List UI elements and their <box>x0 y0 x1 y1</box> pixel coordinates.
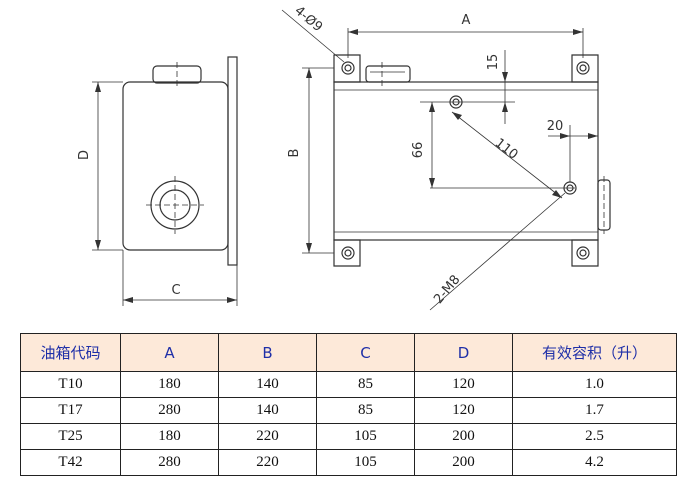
cell-c: 105 <box>316 449 415 476</box>
cell-d: 200 <box>414 449 513 476</box>
cell-volume: 4.2 <box>512 449 677 476</box>
mount-hole-tl <box>341 61 355 75</box>
cell-code: T25 <box>20 423 121 450</box>
mount-hole-bl <box>341 246 355 260</box>
cell-b: 220 <box>218 449 317 476</box>
mount-hole-tr <box>576 61 590 75</box>
cell-c: 85 <box>316 371 415 398</box>
cell-b: 140 <box>218 371 317 398</box>
mount-hole-br <box>576 246 590 260</box>
cell-b: 220 <box>218 423 317 450</box>
header-a: A <box>120 333 219 372</box>
dim-label-a: A <box>462 13 471 28</box>
cell-volume: 1.0 <box>512 371 677 398</box>
header-volume: 有效容积（升） <box>512 333 677 372</box>
cell-a: 280 <box>120 397 219 424</box>
header-tank-code: 油箱代码 <box>20 333 121 372</box>
table-row: T17 280 140 85 120 1.7 <box>20 397 677 424</box>
cell-d: 200 <box>414 423 513 450</box>
dim-label-110: 110 <box>492 136 521 163</box>
cell-c: 105 <box>316 423 415 450</box>
side-view <box>92 56 238 306</box>
cell-a: 280 <box>120 449 219 476</box>
table-header-row: 油箱代码 A B C D 有效容积（升） <box>20 333 677 372</box>
dim-label-holes: 4-Ø9 <box>291 3 325 35</box>
table-row: T25 180 220 105 200 2.5 <box>20 423 677 450</box>
header-c: C <box>316 333 415 372</box>
dim-label-20: 20 <box>547 119 564 134</box>
cell-d: 120 <box>414 397 513 424</box>
header-d: D <box>414 333 513 372</box>
cell-volume: 2.5 <box>512 423 677 450</box>
front-view <box>281 9 611 311</box>
cell-b: 140 <box>218 397 317 424</box>
tank-dimension-drawing: A B C D 15 20 66 110 2-M8 4-Ø9 <box>77 3 611 311</box>
dim-label-d: D <box>77 150 92 160</box>
dim-label-b: B <box>287 149 302 158</box>
header-b: B <box>218 333 317 372</box>
tank-spec-table: 油箱代码 A B C D 有效容积（升） T10 180 140 85 120 … <box>20 333 677 476</box>
cell-d: 120 <box>414 371 513 398</box>
cell-code: T17 <box>20 397 121 424</box>
dim-label-c: C <box>171 283 180 298</box>
table-row: T42 280 220 105 200 4.2 <box>20 449 677 476</box>
cell-a: 180 <box>120 371 219 398</box>
cell-code: T42 <box>20 449 121 476</box>
dim-label-15: 15 <box>486 54 501 71</box>
dim-label-66: 66 <box>411 142 426 159</box>
cell-a: 180 <box>120 423 219 450</box>
cell-code: T10 <box>20 371 121 398</box>
cell-volume: 1.7 <box>512 397 677 424</box>
cell-c: 85 <box>316 397 415 424</box>
dim-label-m8: 2-M8 <box>431 272 463 307</box>
table-row: T10 180 140 85 120 1.0 <box>20 371 677 398</box>
